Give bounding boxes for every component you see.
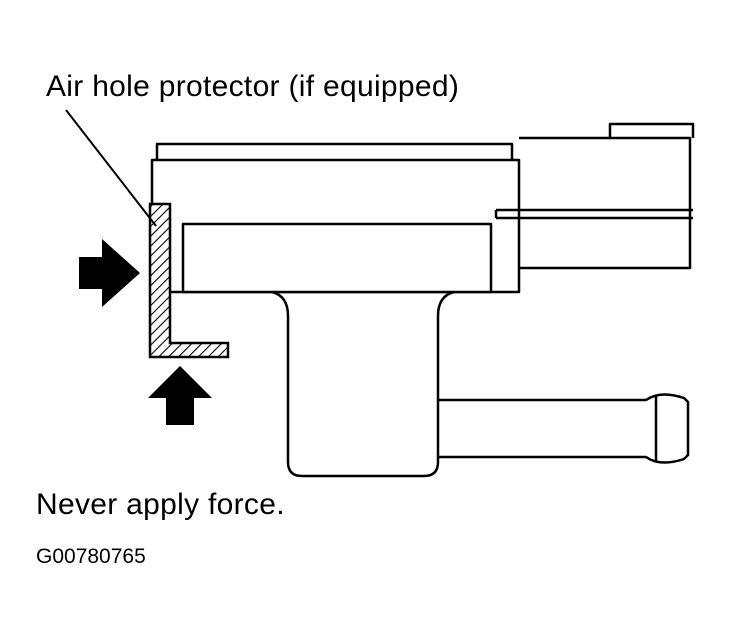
arrow-right-icon <box>79 239 140 307</box>
callout-leader-line <box>65 109 157 227</box>
figure-code: G00780765 <box>36 545 146 568</box>
hose-pipe <box>438 393 690 464</box>
air-hole-protector <box>148 202 230 359</box>
connector-top-tab <box>608 122 695 138</box>
housing-top-lid <box>155 142 514 160</box>
warning-text: Never apply force. <box>36 488 285 521</box>
arrow-up-icon <box>148 366 212 425</box>
connector-latch <box>494 208 693 220</box>
sensor-stem <box>271 290 455 478</box>
sensor-window <box>181 222 493 294</box>
connector-housing <box>519 136 692 270</box>
air-hole-protector-label: Air hole protector (if equipped) <box>46 70 460 103</box>
